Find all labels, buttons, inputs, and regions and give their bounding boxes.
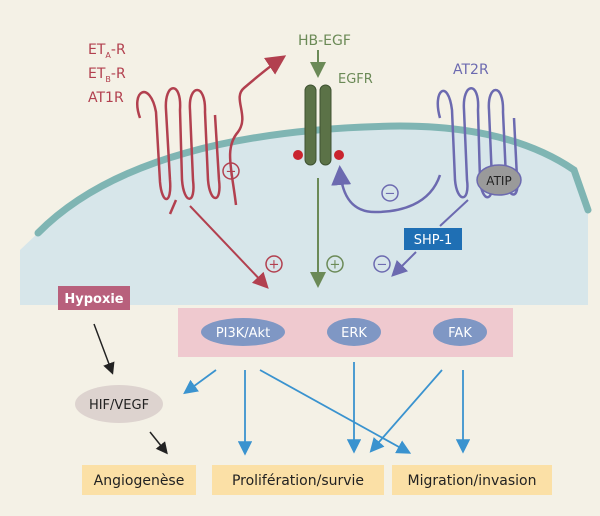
proliferation-box (212, 465, 384, 495)
egfr-right-bar (319, 84, 332, 166)
at2r-label: AT2R (453, 62, 489, 78)
left-receptor-labels: ETA-R ETB-R AT1R (88, 42, 126, 106)
hif-to-angio-arrow (149, 431, 168, 455)
fak-oval (433, 318, 487, 346)
hif-vegf-oval (75, 385, 163, 423)
svg-text:−: − (385, 187, 396, 202)
shedding-arrow (228, 55, 287, 206)
svg-text:+: + (226, 165, 237, 180)
hypoxie-label: Hypoxie (64, 292, 123, 307)
egfr-left-bar (304, 84, 317, 166)
at2r-to-egfr-inhibit-arrow (331, 165, 442, 214)
sign-minus-at2r: − (381, 184, 399, 202)
sign-plus-left-receptor: + (222, 162, 240, 180)
migration-label: Migration/invasion (408, 473, 537, 489)
erk-label: ERK (341, 326, 367, 341)
hypoxie-box (58, 286, 130, 310)
egfr-label: EGFR (338, 72, 373, 87)
migration-box (392, 465, 552, 495)
svg-text:AT1R: AT1R (88, 90, 124, 106)
fak-label: FAK (448, 326, 472, 341)
egfr-phospho-left (293, 150, 303, 160)
at2r-receptor-icon (436, 87, 519, 199)
sign-plus-pi3k: + (265, 255, 283, 273)
hypoxie-to-hif-arrow (93, 323, 115, 375)
cell-membrane (34, 122, 592, 237)
at2r-to-kinase-arrow (391, 251, 417, 277)
svg-text:ETB-R: ETB-R (88, 66, 126, 84)
atip-label: ATIP (486, 174, 511, 188)
angiogenese-label: Angiogenèse (94, 473, 185, 489)
proliferation-label: Prolifération/survie (232, 473, 364, 489)
svg-text:−: − (377, 258, 388, 273)
left-receptor-tail (168, 199, 178, 215)
pi3k-oval (201, 318, 285, 346)
left-receptor-icon (136, 87, 221, 201)
atip-to-shp1 (439, 199, 469, 227)
atip-oval (476, 164, 522, 196)
erk-oval (327, 318, 381, 346)
pi3k-label: PI3K/Akt (216, 326, 270, 341)
angiogenese-box (82, 465, 196, 495)
hb-egf-label: HB-EGF (298, 33, 351, 49)
sign-plus-egfr: + (326, 255, 344, 273)
svg-text:+: + (330, 258, 341, 273)
egfr-phospho-right (334, 150, 344, 160)
sign-minus-shp1: − (373, 255, 391, 273)
svg-text:+: + (269, 258, 280, 273)
shp1-box (404, 228, 462, 250)
outcome-arrows (183, 362, 471, 456)
cell-body (20, 126, 588, 305)
left-receptor-to-pi3k-arrow (189, 205, 269, 289)
svg-text:ETA-R: ETA-R (88, 42, 126, 60)
shp1-label: SHP-1 (414, 233, 453, 248)
hif-vegf-label: HIF/VEGF (89, 398, 149, 413)
